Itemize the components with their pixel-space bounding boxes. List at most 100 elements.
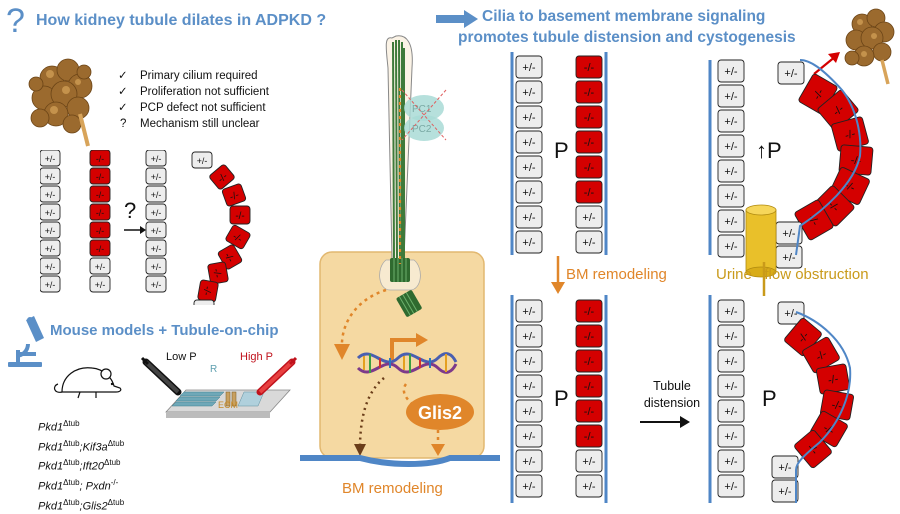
heterozygous-cell: +/- xyxy=(145,185,167,203)
heterozygous-cell: +/- xyxy=(717,299,745,323)
pressure-p-label-2: P xyxy=(554,386,569,411)
red-arrow-icon xyxy=(813,52,840,75)
svg-text:-/-: -/- xyxy=(827,373,840,387)
heterozygous-cell: +/- xyxy=(145,167,167,185)
pressure-p-label-3: P xyxy=(762,386,777,411)
svg-text:+/-: +/- xyxy=(582,237,595,249)
heterozygous-cell: +/- xyxy=(717,209,745,233)
dna-helix-icon xyxy=(356,352,458,374)
heterozygous-cell: +/- xyxy=(40,221,61,239)
svg-text:+/-: +/- xyxy=(724,381,737,393)
svg-text:-/-: -/- xyxy=(850,155,862,168)
center-bm-remodeling-label: BM remodeling xyxy=(342,480,443,497)
heterozygous-cell: +/- xyxy=(515,130,543,154)
checklist-item: ✓Proliferation not sufficient xyxy=(118,86,269,98)
mutant-cell: -/- xyxy=(207,261,229,285)
heterozygous-cell: +/- xyxy=(89,257,111,275)
svg-text:-/-: -/- xyxy=(584,331,595,343)
heterozygous-cell: +/- xyxy=(717,449,745,473)
glis2-protein xyxy=(406,394,474,430)
pc2-label: PC2 xyxy=(412,124,432,135)
svg-text:-/-: -/- xyxy=(584,162,595,174)
svg-text:-/-: -/- xyxy=(584,137,595,149)
heterozygous-cell: +/- xyxy=(515,80,543,104)
title-arrow-icon xyxy=(436,10,478,28)
genotype-item: Pkd1Δtub;Kif3aΔtub xyxy=(38,438,125,454)
heterozygous-cell: +/- xyxy=(775,245,803,269)
heterozygous-cell: +/- xyxy=(575,230,603,254)
heterozygous-cell: +/- xyxy=(40,167,61,185)
right-bm-remodeling-label: BM remodeling xyxy=(566,266,667,283)
heterozygous-cell: +/- xyxy=(717,399,745,423)
genotype-list: Pkd1Δtub Pkd1Δtub;Kif3aΔtub Pkd1Δtub;Ift… xyxy=(38,416,124,514)
svg-text:+/-: +/- xyxy=(151,190,162,200)
mutant-cell: -/- xyxy=(229,205,251,225)
mutant-cell: -/- xyxy=(89,167,111,185)
svg-text:+/-: +/- xyxy=(724,481,737,493)
heterozygous-cell: +/- xyxy=(515,230,543,254)
mutant-cell: -/- xyxy=(221,183,247,207)
svg-text:+/-: +/- xyxy=(582,456,595,468)
heterozygous-cell: +/- xyxy=(40,203,61,221)
svg-text:+/-: +/- xyxy=(45,280,56,290)
mutant-cell: -/- xyxy=(575,349,603,373)
right-title-line2: promotes tubule distension and cystogene… xyxy=(458,29,796,46)
svg-text:-/-: -/- xyxy=(844,128,857,142)
kidney-icon xyxy=(28,58,93,147)
svg-text:+/-: +/- xyxy=(724,216,737,228)
svg-text:+/-: +/- xyxy=(724,141,737,153)
heterozygous-cell: +/- xyxy=(717,134,745,158)
heterozygous-cell: +/- xyxy=(717,184,745,208)
svg-text:-/-: -/- xyxy=(96,154,104,164)
svg-text:+/-: +/- xyxy=(45,208,56,218)
svg-text:+/-: +/- xyxy=(522,87,535,99)
glis2-label: Glis2 xyxy=(418,403,462,423)
heterozygous-cell: +/- xyxy=(515,324,543,348)
heterozygous-cell: +/- xyxy=(575,449,603,473)
heterozygous-cell: +/- xyxy=(515,205,543,229)
heterozygous-cell: +/- xyxy=(717,84,745,108)
models-title: Mouse models + Tubule-on-chip xyxy=(50,322,279,339)
mid-question-mark: ? xyxy=(124,198,136,223)
svg-text:-/-: -/- xyxy=(584,306,595,318)
heterozygous-cell: +/- xyxy=(717,159,745,183)
svg-text:+/-: +/- xyxy=(522,381,535,393)
heterozygous-cell: +/- xyxy=(717,109,745,133)
microscope-icon xyxy=(8,316,44,367)
mutant-cell: -/- xyxy=(575,299,603,323)
svg-text:+/-: +/- xyxy=(724,356,737,368)
heterozygous-cell: +/- xyxy=(145,275,167,293)
heterozygous-cell: +/- xyxy=(515,374,543,398)
high-pressure-syringe-icon xyxy=(256,356,298,396)
svg-text:+/-: +/- xyxy=(782,252,795,264)
heterozygous-cell: +/- xyxy=(515,449,543,473)
svg-text:+/-: +/- xyxy=(724,241,737,253)
heterozygous-cell: +/- xyxy=(717,374,745,398)
heterozygous-cell: +/- xyxy=(717,474,745,498)
svg-text:-/-: -/- xyxy=(228,190,241,204)
svg-text:-/-: -/- xyxy=(584,406,595,418)
mutant-cell: -/- xyxy=(831,116,869,152)
svg-text:+/-: +/- xyxy=(784,308,797,320)
svg-text:+/-: +/- xyxy=(151,244,162,254)
svg-text:+/-: +/- xyxy=(724,166,737,178)
heterozygous-cell: +/- xyxy=(771,455,799,479)
question-mark-icon: ? xyxy=(6,2,25,40)
heterozygous-cell: +/- xyxy=(515,155,543,179)
increased-pressure-label: ↑P xyxy=(756,138,782,163)
heterozygous-cell: +/- xyxy=(40,185,61,203)
mutant-cell: -/- xyxy=(575,399,603,423)
svg-text:+/-: +/- xyxy=(45,262,56,272)
low-pressure-syringe-icon xyxy=(140,356,182,396)
heterozygous-cell: +/- xyxy=(145,239,167,257)
heterozygous-cell: +/- xyxy=(515,180,543,204)
pc1-label: PC1 xyxy=(412,104,432,115)
heterozygous-cell: +/- xyxy=(40,257,61,275)
heterozygous-cell: +/- xyxy=(191,151,213,169)
svg-text:+/-: +/- xyxy=(724,331,737,343)
obstruction-plug xyxy=(745,204,777,278)
mutant-cell: -/- xyxy=(575,130,603,154)
svg-text:+/-: +/- xyxy=(522,456,535,468)
svg-text:+/-: +/- xyxy=(522,237,535,249)
heterozygous-cell: +/- xyxy=(575,205,603,229)
